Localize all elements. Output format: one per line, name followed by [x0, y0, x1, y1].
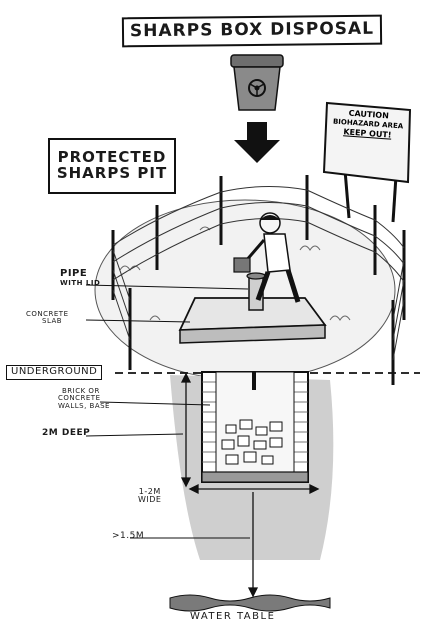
pit-label-box: PROTECTED SHARPS PIT	[48, 138, 176, 194]
width-label-line2: WIDE	[138, 496, 161, 504]
slab-label: CONCRETE SLAB	[26, 311, 69, 326]
walls-label: BRICK OR CONCRETE WALLS, BASE	[58, 388, 110, 410]
clearance-label: >1.5m	[112, 532, 144, 541]
sign-text: CAUTION BIOHAZARD AREA KEEP OUT!	[329, 107, 407, 142]
depth-label: 2m DEEP	[42, 429, 90, 438]
water-table	[170, 595, 330, 611]
slab-label-line2: SLAB	[26, 318, 69, 325]
pipe-label: PIPE WITH LID	[60, 269, 100, 287]
walls-label-line3: WALLS, BASE	[58, 403, 110, 410]
ground-area	[95, 200, 395, 380]
pit-label-line2: SHARPS PIT	[57, 166, 167, 182]
pipe-label-text: PIPE	[60, 269, 100, 280]
width-label: 1-2m WIDE	[138, 488, 161, 505]
underground-label: UNDERGROUND	[6, 365, 102, 380]
pit-cross-section	[170, 372, 333, 560]
sharps-bin-icon	[231, 55, 283, 110]
title-box: SHARPS BOX DISPOSAL	[122, 15, 382, 48]
down-arrow-icon	[234, 122, 280, 163]
water-table-label: WATER TABLE	[190, 612, 275, 623]
pipe-label-sub: WITH LID	[60, 280, 100, 287]
